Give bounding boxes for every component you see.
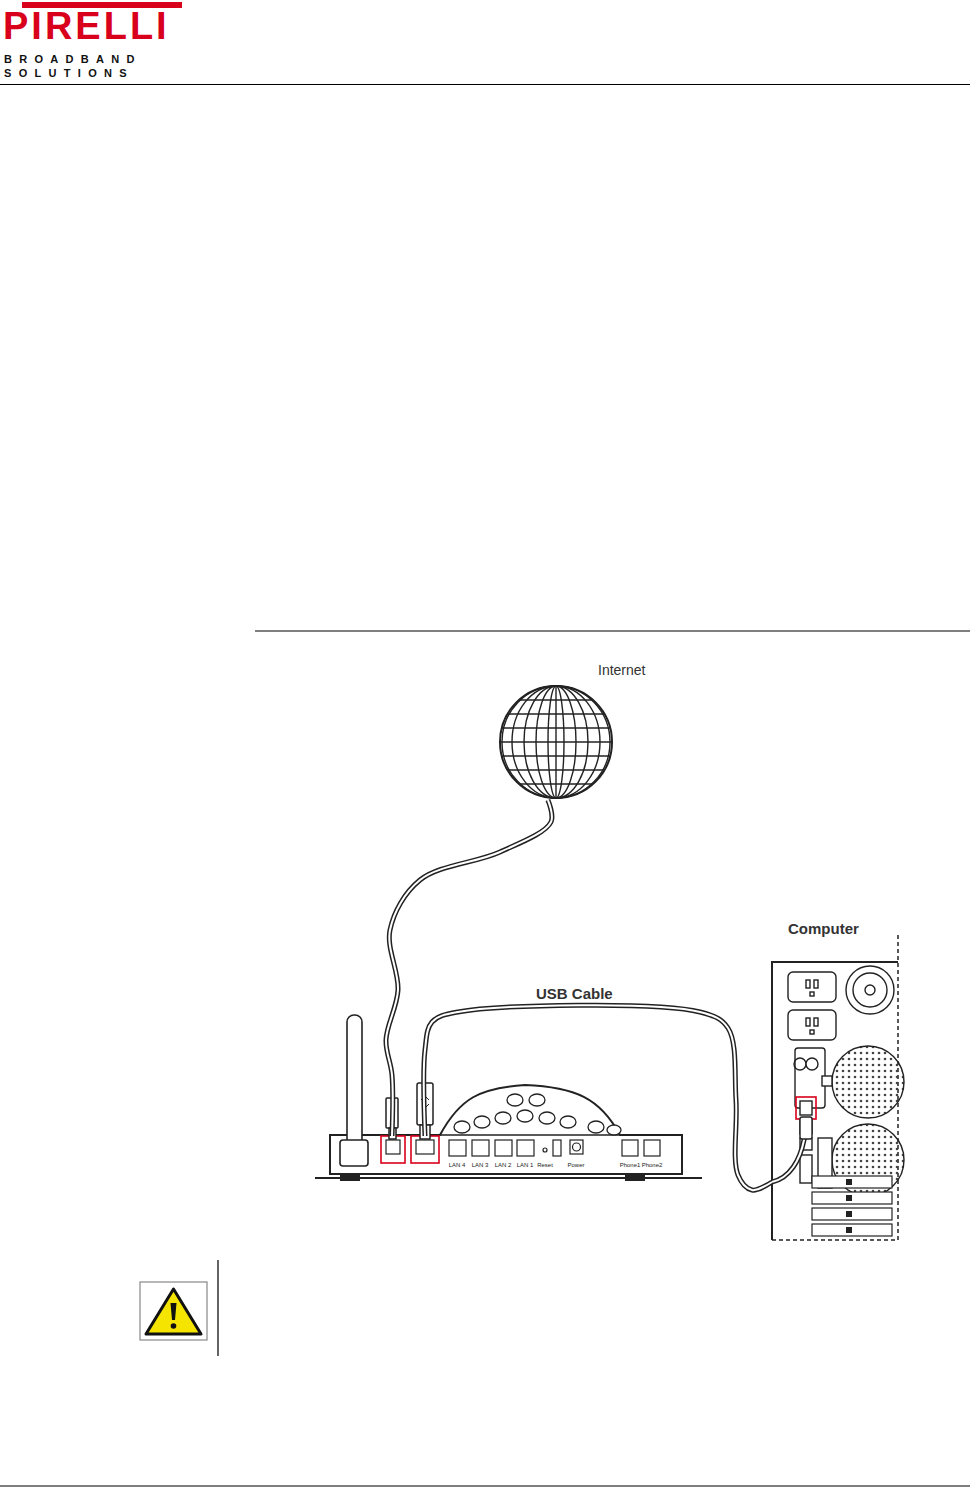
router-node: LAN 4 LAN 3 LAN 2 LAN 1Reset Power Phone1Phon… [330, 1136, 682, 1174]
cable-connector [386, 800, 552, 1136]
cable-outline [386, 800, 552, 1136]
cable-core [424, 1005, 772, 1190]
port-label: LAN 1 [517, 1162, 534, 1169]
router-symbol [315, 1015, 702, 1181]
cable-core [386, 800, 552, 1136]
port-label: Reset [537, 1162, 553, 1169]
globe-node: Internet [498, 684, 614, 800]
section-rule [255, 630, 970, 631]
logo-subtitle: SOLUTIONS [4, 67, 134, 80]
cable-outline [424, 1005, 772, 1190]
node-heading: Computer [788, 920, 859, 937]
node-heading: Internet [598, 662, 645, 678]
warning-icon [140, 1260, 218, 1356]
computer-node: Computer [772, 958, 898, 1240]
cable-label: USB Cable [536, 985, 613, 1002]
port-label: LAN 2 [495, 1162, 512, 1169]
port-label: LAN 3 [472, 1162, 489, 1169]
logo-subtitle: BROADBAND [4, 53, 142, 66]
footer-rule [0, 1486, 970, 1487]
computer-symbol [772, 935, 904, 1240]
port-label: Power [567, 1162, 584, 1169]
port-label: Phone2 [642, 1162, 663, 1169]
logo-wordmark: PIRELLI [3, 4, 170, 48]
port-label: Phone1 [620, 1162, 641, 1169]
globe-symbol [500, 686, 612, 798]
header-rule [0, 84, 970, 85]
port-label: LAN 4 [449, 1162, 466, 1169]
cable-connector [424, 1005, 772, 1190]
